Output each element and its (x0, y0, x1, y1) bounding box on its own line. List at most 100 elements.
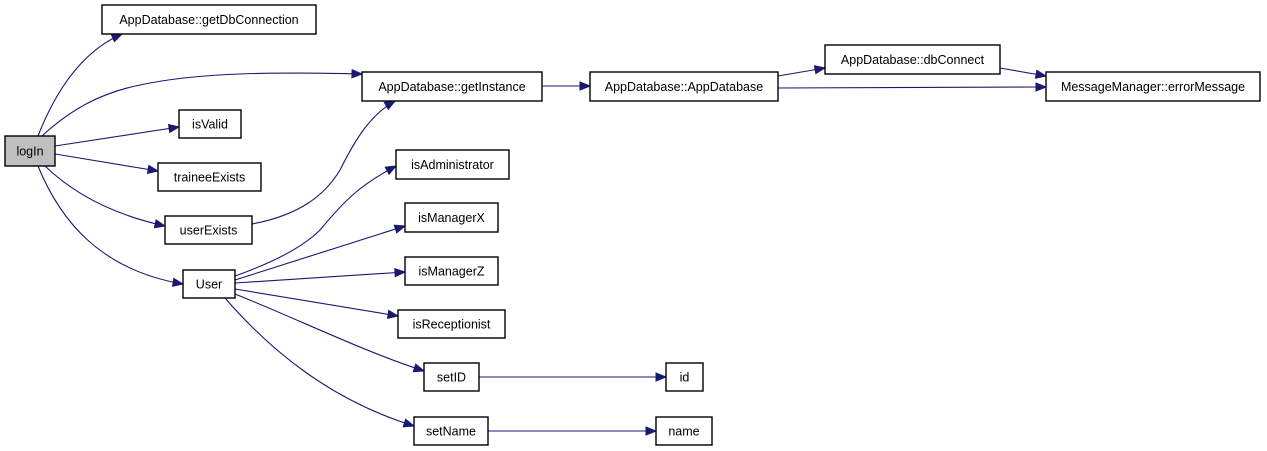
edge-line (234, 293, 425, 372)
node-traineeExists[interactable]: traineeExists (157, 162, 262, 192)
node-box[interactable] (101, 4, 317, 35)
node-isReceptionist[interactable]: isReceptionist (397, 309, 506, 339)
node-box[interactable] (164, 215, 253, 245)
node-label: AppDatabase::dbConnect (841, 53, 985, 67)
edge-logIn-to-User (37, 165, 185, 287)
edge-logIn-to-traineeExists (54, 153, 160, 174)
node-User[interactable]: User (182, 269, 236, 299)
edge-line (54, 126, 180, 147)
edge-line (44, 165, 166, 227)
node-label: isManagerX (418, 211, 485, 225)
arrowhead (384, 165, 398, 176)
edge-getInstance-to-AppDatabase (542, 81, 592, 91)
arrowhead (351, 69, 364, 79)
arrowhead (171, 277, 185, 287)
edge-line (234, 165, 397, 277)
node-box[interactable] (397, 309, 506, 339)
node-box[interactable] (404, 202, 499, 233)
node-label: isValid (192, 118, 228, 132)
node-setID[interactable]: setID (423, 362, 480, 392)
edge-logIn-to-userExists (44, 165, 167, 229)
arrowhead (645, 426, 658, 436)
edge-line (224, 297, 415, 427)
node-box[interactable] (589, 71, 779, 102)
node-errorMessage[interactable]: MessageManager::errorMessage (1045, 71, 1261, 102)
node-box[interactable] (1045, 71, 1261, 102)
node-label: isAdministrator (411, 158, 494, 172)
edge-line (777, 86, 1047, 89)
node-label: logIn (16, 145, 43, 159)
node-label: MessageManager::errorMessage (1061, 80, 1245, 94)
arrowhead (383, 100, 397, 111)
arrowhead (402, 418, 416, 428)
edge-setID-to-id (479, 372, 668, 382)
node-box[interactable] (423, 362, 480, 392)
arrowhead (655, 372, 668, 382)
node-box[interactable] (824, 44, 1001, 75)
arrowhead (394, 267, 407, 278)
node-isManagerX[interactable]: isManagerX (404, 202, 499, 233)
node-label: AppDatabase::getInstance (378, 80, 525, 94)
edge-logIn-to-getDbConnection (37, 33, 124, 137)
node-box[interactable] (361, 71, 543, 102)
edge-dbConnect-to-errorMessage (999, 67, 1048, 79)
edge-setName-to-name (488, 426, 658, 436)
edge-AppDatabase-to-dbConnect (777, 65, 827, 77)
node-id[interactable]: id (665, 362, 704, 392)
node-label: User (196, 278, 222, 292)
node-box[interactable] (665, 362, 704, 392)
node-label: AppDatabase::AppDatabase (605, 80, 763, 94)
arrowhead (393, 224, 407, 234)
node-AppDatabase[interactable]: AppDatabase::AppDatabase (589, 71, 779, 102)
node-setName[interactable]: setName (413, 416, 489, 446)
node-box[interactable] (178, 109, 242, 139)
arrowhead (386, 309, 400, 319)
node-box[interactable] (655, 416, 713, 446)
edge-logIn-to-getInstance (41, 69, 364, 137)
node-logIn[interactable]: logIn (4, 135, 56, 167)
edge-line (234, 288, 399, 317)
edge-userExists-to-getInstance (251, 100, 397, 225)
node-userExists[interactable]: userExists (164, 215, 253, 245)
node-label: isReceptionist (413, 318, 491, 332)
node-box[interactable] (404, 256, 499, 286)
node-isAdministrator[interactable]: isAdministrator (395, 149, 510, 180)
edge-line (41, 72, 363, 137)
node-label: AppDatabase::getDbConnection (119, 13, 298, 27)
edge-line (234, 225, 406, 281)
node-box[interactable] (4, 135, 56, 167)
edge-line (251, 100, 396, 225)
node-label: userExists (180, 224, 238, 238)
node-label: setName (426, 425, 476, 439)
edge-line (37, 165, 184, 285)
node-box[interactable] (413, 416, 489, 446)
node-getDbConnection[interactable]: AppDatabase::getDbConnection (101, 4, 317, 35)
edge-User-to-isManagerZ (234, 267, 407, 284)
edge-User-to-isManagerX (234, 224, 407, 281)
arrowhead (1035, 82, 1048, 92)
edge-line (234, 271, 406, 284)
node-label: id (680, 371, 690, 385)
node-dbConnect[interactable]: AppDatabase::dbConnect (824, 44, 1001, 75)
arrowhead (146, 164, 160, 174)
node-box[interactable] (395, 149, 510, 180)
edge-User-to-setID (234, 293, 426, 373)
node-label: name (668, 425, 699, 439)
arrowhead (1034, 69, 1048, 79)
node-box[interactable] (182, 269, 236, 299)
edge-line (54, 153, 159, 172)
node-label: traineeExists (174, 171, 246, 185)
node-label: isManagerZ (419, 265, 485, 279)
node-isManagerZ[interactable]: isManagerZ (404, 256, 499, 286)
arrowhead (153, 219, 167, 229)
node-getInstance[interactable]: AppDatabase::getInstance (361, 71, 543, 102)
node-box[interactable] (157, 162, 262, 192)
node-name[interactable]: name (655, 416, 713, 446)
edge-AppDatabase-to-errorMessage (777, 82, 1048, 92)
arrowhead (813, 65, 827, 75)
node-isValid[interactable]: isValid (178, 109, 242, 139)
arrowhead (579, 81, 592, 91)
arrowhead (110, 33, 124, 43)
edge-User-to-isAdministrator (234, 165, 398, 277)
